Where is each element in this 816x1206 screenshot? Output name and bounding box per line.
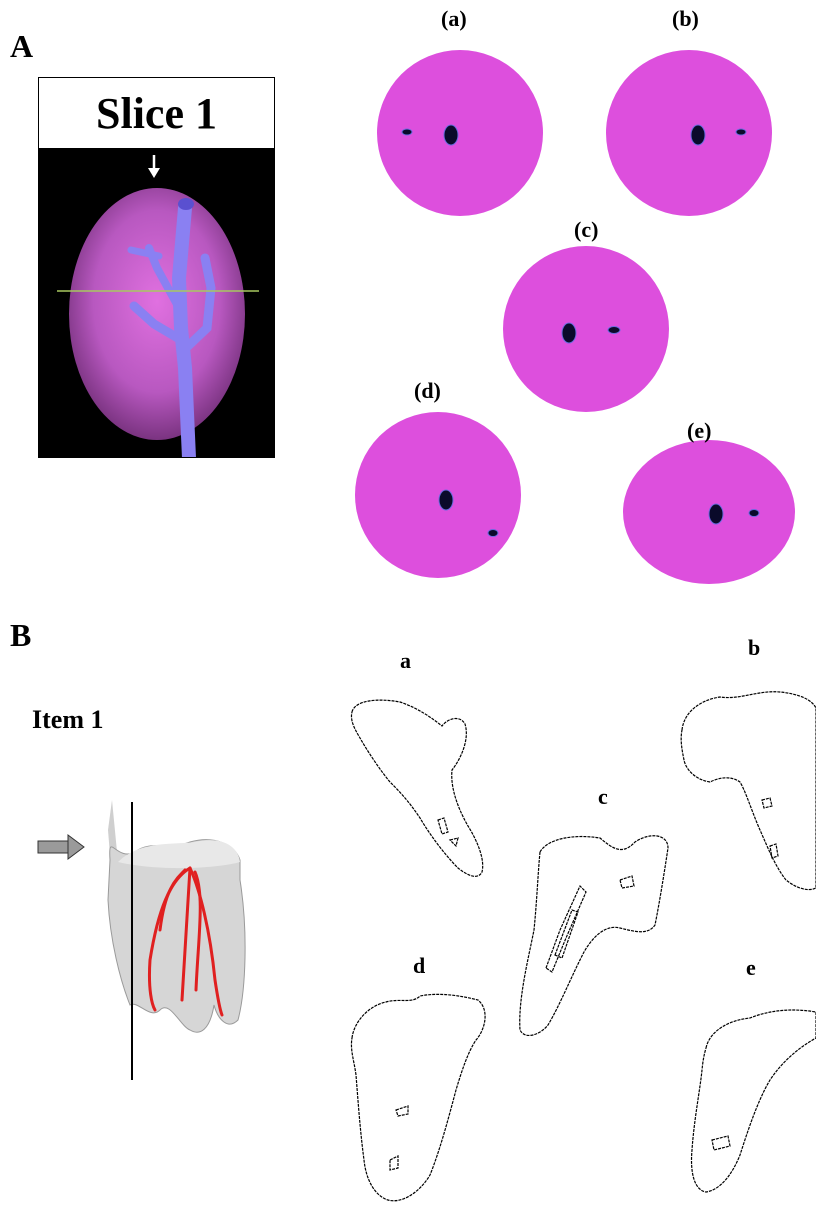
label-a-paren: (a) [441,6,467,32]
label-b-a: a [400,648,411,674]
label-b-b: b [748,635,760,661]
label-b-c: c [598,784,608,810]
outline-a [351,700,482,876]
panel-b-letter: B [10,617,31,654]
cross-section-c [503,246,669,412]
label-c-paren: (c) [574,217,598,243]
tooth-render [108,800,245,1080]
label-b-e: e [746,955,756,981]
cross-section-b [606,50,772,216]
cross-section-a [377,50,543,216]
outline-b [681,692,816,890]
outline-c [520,836,668,1036]
cross-section-d [355,412,521,578]
outline-e [692,1010,816,1192]
cross-sections [0,0,816,620]
cross-section-e [623,440,795,584]
label-e-paren: (e) [687,418,711,444]
label-b-d: d [413,953,425,979]
item-label: Item 1 [32,705,103,735]
root-canals [149,868,222,1015]
outline-d [351,994,485,1200]
label-b-paren: (b) [672,6,699,32]
label-d-paren: (d) [414,378,441,404]
right-arrow-icon [38,835,84,859]
